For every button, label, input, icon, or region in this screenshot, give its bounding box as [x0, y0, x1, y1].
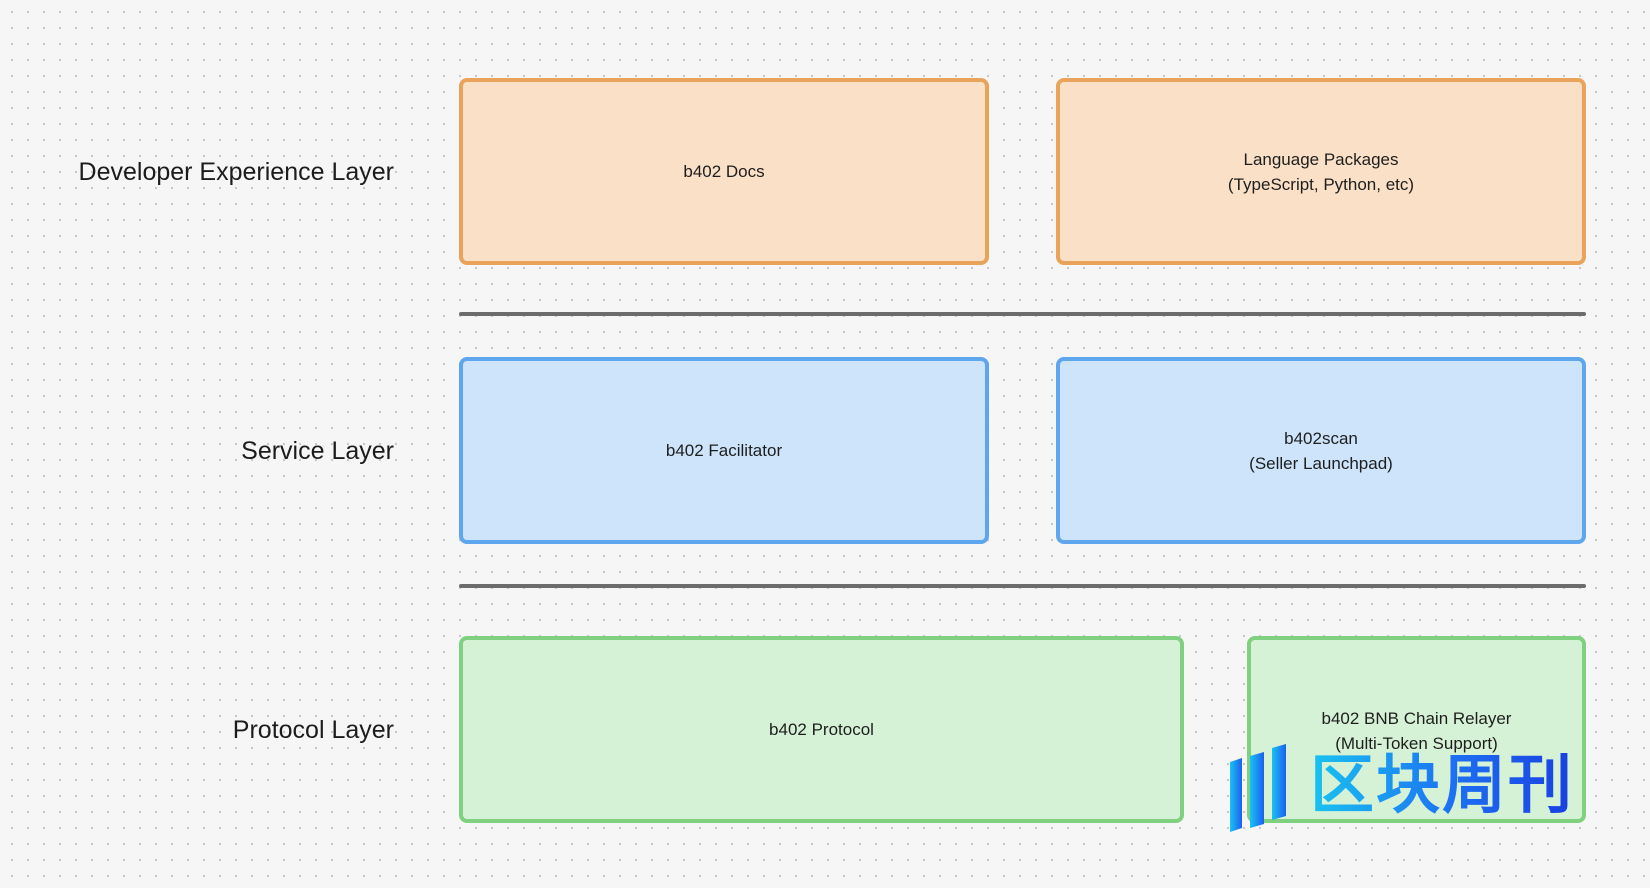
language-packages-sublabel: (TypeScript, Python, etc) — [1227, 174, 1415, 194]
b402-facilitator-label: b402 Facilitator — [665, 441, 783, 460]
protocol-layer-label: Protocol Layer — [232, 716, 394, 744]
bnb-chain-relayer-box[interactable]: b402 BNB Chain Relayer (Multi-Token Supp… — [1247, 636, 1586, 823]
b402scan-box[interactable]: b402scan (Seller Launchpad) — [1056, 357, 1586, 544]
layer-divider-top — [459, 312, 1586, 316]
b402scan-sublabel: (Seller Launchpad) — [1249, 453, 1393, 473]
layer-divider-bottom — [459, 584, 1586, 588]
language-packages-label: Language Packages — [1243, 149, 1399, 169]
b402-docs-label: b402 Docs — [683, 162, 765, 181]
b402-docs-box[interactable]: b402 Docs — [459, 78, 989, 265]
watermark: 区块周刊 — [1228, 744, 1618, 834]
b402scan-label: b402scan — [1284, 428, 1358, 448]
stripes-logo-icon — [1230, 744, 1286, 832]
bnb-chain-relayer-label: b402 BNB Chain Relayer — [1321, 709, 1512, 728]
b402-protocol-box[interactable]: b402 Protocol — [459, 636, 1184, 823]
bnb-chain-relayer-sublabel: (Multi-Token Support) — [1335, 731, 1498, 756]
watermark-text: 区块周刊 — [1310, 744, 1574, 828]
developer-experience-layer-label: Developer Experience Layer — [78, 158, 394, 186]
service-layer-label: Service Layer — [241, 437, 394, 465]
b402-facilitator-box[interactable]: b402 Facilitator — [459, 357, 989, 544]
language-packages-box[interactable]: Language Packages (TypeScript, Python, e… — [1056, 78, 1586, 265]
b402-protocol-label: b402 Protocol — [769, 720, 874, 739]
